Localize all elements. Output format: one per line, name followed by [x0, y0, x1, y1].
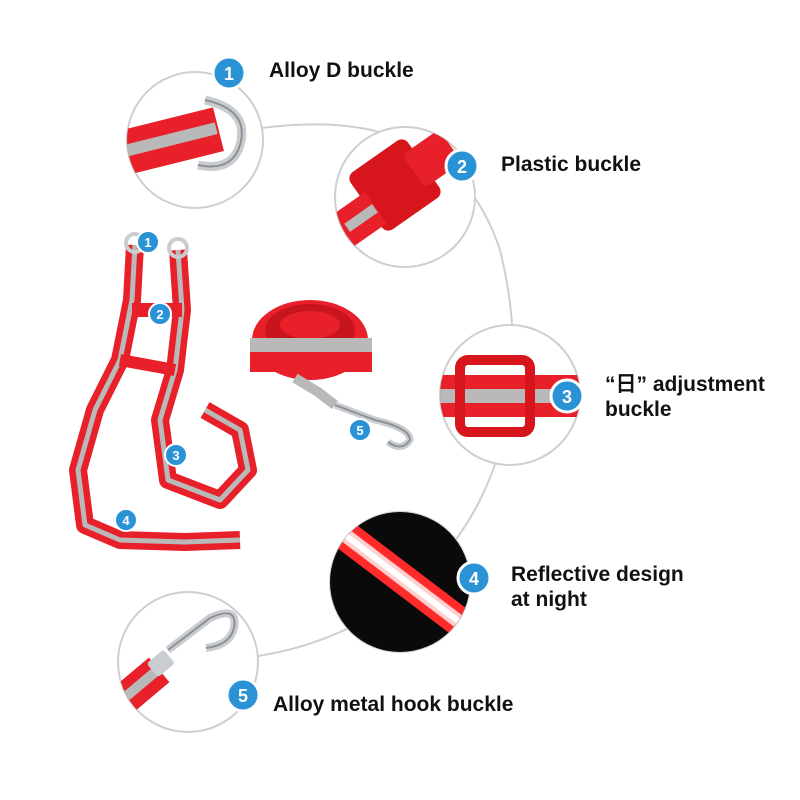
detail-circle-metal-hook: [117, 591, 259, 733]
badge-1: 1: [211, 55, 247, 91]
badge-5: 5: [225, 677, 261, 713]
badge-4: 4: [456, 560, 492, 596]
leash-illustration: [250, 300, 414, 450]
harness-marker-1: 1: [136, 230, 160, 254]
svg-text:3: 3: [562, 387, 572, 407]
svg-text:5: 5: [238, 686, 248, 706]
label-reflective-line1: Reflective design: [511, 563, 684, 586]
svg-text:4: 4: [122, 513, 130, 528]
badge-2: 2: [444, 148, 480, 184]
harness-marker-2: 2: [148, 302, 172, 326]
harness-marker-4: 4: [114, 508, 138, 532]
label-reflective-line2: at night: [511, 588, 587, 611]
svg-text:3: 3: [172, 448, 179, 463]
svg-text:1: 1: [144, 235, 151, 250]
detail-circle-d-buckle: [126, 71, 264, 209]
svg-text:5: 5: [356, 423, 363, 438]
label-plastic-buckle: Plastic buckle: [501, 153, 642, 176]
label-adjustment-line1: “日” adjustment: [605, 373, 765, 396]
label-alloy-metal-hook: Alloy metal hook buckle: [273, 693, 514, 716]
svg-text:2: 2: [156, 307, 163, 322]
svg-text:1: 1: [224, 64, 234, 84]
svg-text:4: 4: [469, 569, 479, 589]
leash-marker-5: 5: [348, 418, 372, 442]
svg-text:2: 2: [457, 157, 467, 177]
badge-3: 3: [549, 378, 585, 414]
detail-circle-plastic-buckle: [334, 126, 476, 268]
label-alloy-d-buckle: Alloy D buckle: [269, 59, 414, 82]
label-adjustment-buckle: “日” adjustment buckle: [605, 372, 765, 422]
label-reflective-design: Reflective design at night: [511, 562, 684, 612]
harness-marker-3: 3: [164, 443, 188, 467]
detail-circle-reflective-night: [329, 511, 471, 653]
label-adjustment-line2: buckle: [605, 398, 672, 421]
harness-illustration: [69, 232, 257, 551]
